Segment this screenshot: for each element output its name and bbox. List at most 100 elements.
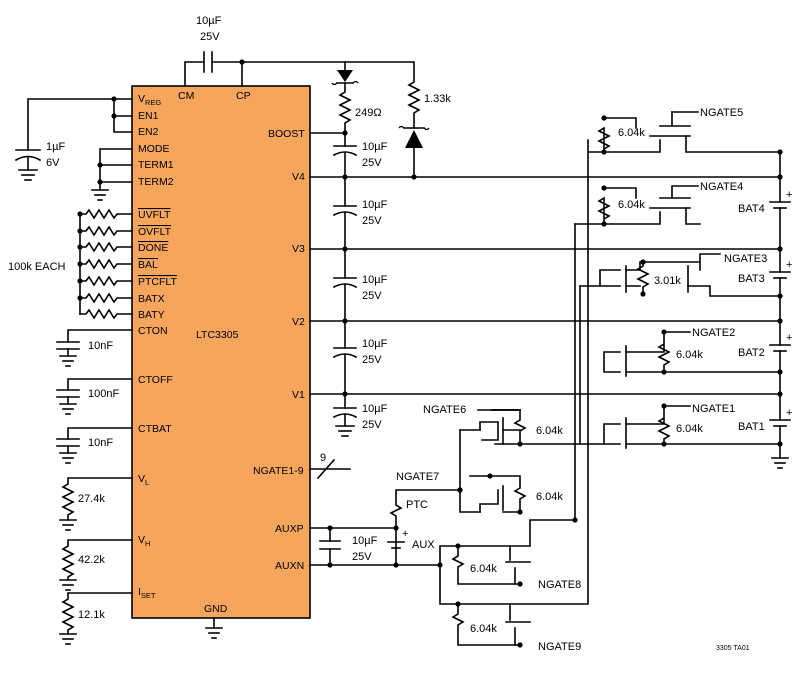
pin-en1: EN1: [138, 110, 159, 122]
fet-ngate9: [451, 139, 589, 646]
pin-v2: V2: [292, 316, 305, 328]
ngate1-label: NGATE1: [692, 403, 735, 415]
stack-cap-1-rating: 25V: [362, 157, 382, 169]
zener-diode: [398, 125, 430, 178]
vreg-cap-rating: 6V: [46, 157, 60, 169]
r-ngate7: 6.04k: [536, 491, 563, 503]
r-ngate2: 6.04k: [676, 349, 703, 361]
pin-cp: CP: [236, 90, 251, 102]
cton-cap: 10nF: [88, 340, 113, 352]
pin-mode: MODE: [138, 143, 170, 155]
bat1-label: BAT1: [738, 421, 765, 433]
chip-name: LTC3305: [196, 329, 239, 341]
bat1-plus: +: [786, 407, 792, 419]
r-boost: 249Ω: [355, 107, 382, 119]
r-ngate5: 6.04k: [618, 127, 645, 139]
pin-bal: BAL: [138, 259, 158, 271]
stack-cap-3-value: 10µF: [362, 274, 388, 286]
pin-v1: V1: [292, 389, 305, 401]
pin-term1: TERM1: [138, 159, 174, 171]
pin-gnd: GND: [204, 603, 228, 615]
fet-ngate1: [603, 405, 691, 449]
ngate6-label: NGATE6: [423, 404, 466, 416]
r-ngate1: 6.04k: [676, 423, 703, 435]
ptc-label: PTC: [406, 499, 428, 511]
pullup-resistors: [77, 208, 133, 320]
stack-cap-1-value: 10µF: [362, 141, 388, 153]
pin-auxp: AUXP: [275, 523, 304, 535]
vreg-cap-value: 1µF: [46, 141, 65, 153]
r-ngate3: 3.01k: [654, 275, 681, 287]
fly-cap-value: 10µF: [196, 15, 222, 27]
aux-cap-value: 10µF: [352, 535, 378, 547]
pin-boost: BOOST: [268, 128, 305, 140]
bat2-label: BAT2: [738, 347, 765, 359]
ngate9-label: NGATE9: [538, 641, 581, 653]
pin-baty: BATY: [138, 309, 165, 321]
ltc3305-chip: [131, 85, 311, 619]
ctbat-cap: 10nF: [88, 437, 113, 449]
pin-ctoff: CTOFF: [138, 374, 173, 386]
pin-ctbat: CTBAT: [138, 423, 172, 435]
stack-cap-2-value: 10µF: [362, 199, 388, 211]
bat3-label: BAT3: [738, 273, 765, 285]
pin-done: DONE: [138, 242, 168, 254]
ngate7-label: NGATE7: [396, 471, 439, 483]
aux-plus: +: [402, 528, 408, 540]
fet-ngate3: [599, 253, 781, 297]
pin-cton: CTON: [138, 325, 168, 337]
pin-v4: V4: [292, 171, 305, 183]
ngate5-label: NGATE5: [700, 107, 743, 119]
stack-cap-4-value: 10µF: [362, 338, 388, 350]
stack-cap-2-rating: 25V: [362, 215, 382, 227]
pin-v3: V3: [292, 243, 305, 255]
figure-id: 3305 TA01: [716, 645, 750, 652]
ngate-bus-count: 9: [320, 452, 326, 464]
pin-en2: EN2: [138, 126, 159, 138]
pullups-label: 100k EACH: [8, 261, 66, 273]
pin-uvflt: UVFLT: [138, 209, 171, 221]
ngate4-label: NGATE4: [700, 181, 743, 193]
ngate3-label: NGATE3: [724, 253, 767, 265]
fly-cap-rating: 25V: [200, 31, 220, 43]
fet-ngate6: [479, 409, 527, 445]
stack-cap-3-rating: 25V: [362, 290, 382, 302]
pin-vh: VH: [138, 534, 150, 548]
r-iset: 12.1k: [78, 609, 105, 621]
pin-auxn: AUXN: [275, 560, 304, 572]
vreg-capacitor: [14, 149, 42, 181]
ngate2-label: NGATE2: [692, 327, 735, 339]
aux-label: AUX: [412, 539, 435, 551]
pin-cm: CM: [178, 90, 194, 102]
pin-ngate: NGATE1-9: [253, 465, 304, 477]
stack-cap-5-rating: 25V: [362, 419, 382, 431]
ctoff-cap: 100nF: [88, 388, 119, 400]
fet-ngate4: [597, 185, 701, 225]
bat4-label: BAT4: [738, 203, 765, 215]
fet-ngate5: [597, 111, 781, 153]
fly-capacitor: [184, 51, 346, 87]
r-ngate9: 6.04k: [470, 623, 497, 635]
stack-cap-5-value: 10µF: [362, 403, 388, 415]
r-vl: 27.4k: [78, 493, 105, 505]
ngate8-label: NGATE8: [538, 579, 581, 591]
pin-term2: TERM2: [138, 176, 174, 188]
bat2-plus: +: [786, 332, 792, 344]
fet-ngate8: [451, 519, 576, 585]
pin-iset: ISET: [138, 586, 156, 600]
pin-vl: VL: [138, 473, 149, 487]
bat4-plus: +: [786, 189, 792, 201]
pin-batx: BATX: [138, 293, 165, 305]
r-vh: 42.2k: [78, 554, 105, 566]
bat3-plus: +: [786, 259, 792, 271]
pin-vreg: VREG: [138, 93, 161, 107]
pin-ovflt: OVFLT: [138, 226, 172, 238]
boost-diode: [331, 61, 359, 86]
aux-cap-rating: 25V: [352, 551, 372, 563]
r-zener: 1.33k: [424, 93, 451, 105]
r-ngate6: 6.04k: [536, 425, 563, 437]
fet-ngate7: [469, 475, 527, 513]
r-ngate4: 6.04k: [618, 199, 645, 211]
r-ngate8: 6.04k: [470, 563, 497, 575]
